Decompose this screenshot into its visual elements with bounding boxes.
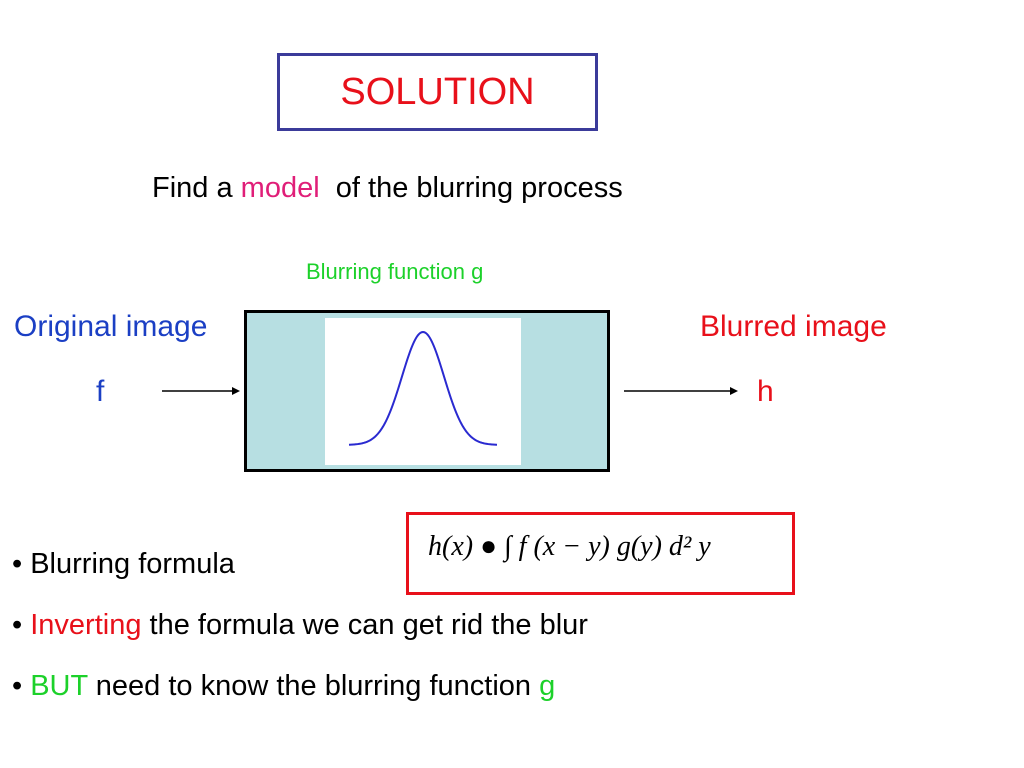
output-symbol: h [757, 375, 774, 408]
bullet-text: Blurring formula [30, 548, 235, 580]
subtitle-after: of the blurring process [319, 172, 623, 204]
subtitle: Find a model of the blurring process [152, 172, 623, 205]
function-label: Blurring function g [306, 259, 484, 284]
bullet-highlight: Inverting [30, 609, 142, 641]
bullet-2: • Inverting the formula we can get rid t… [12, 609, 588, 642]
input-label: Original image [14, 310, 208, 343]
subtitle-highlight: model [240, 172, 320, 204]
curve-panel [325, 318, 521, 465]
input-symbol: f [96, 375, 105, 408]
title-box: SOLUTION [277, 53, 598, 131]
bullet-marker: • [12, 548, 31, 580]
output-arrow [624, 387, 738, 395]
bullet-marker: • [12, 609, 31, 641]
subtitle-before: Find a [152, 172, 241, 204]
formula-box [406, 512, 795, 595]
slide-title: SOLUTION [340, 70, 535, 113]
bullet-highlight: BUT [30, 670, 88, 702]
bullet-tail: g [539, 670, 556, 702]
input-arrow [162, 387, 240, 395]
gaussian-curve [348, 330, 498, 446]
bullet-text: need to know the blurring function [87, 670, 540, 702]
output-label: Blurred image [700, 310, 887, 343]
bullet-1: • Blurring formula [12, 548, 235, 581]
blurring-formula: h(x) ● ∫ f (x − y) g(y) d² y [428, 531, 711, 562]
bullet-3: • BUT need to know the blurring function… [12, 670, 555, 703]
bullet-marker: • [12, 670, 31, 702]
bullet-text: the formula we can get rid the blur [141, 609, 588, 641]
